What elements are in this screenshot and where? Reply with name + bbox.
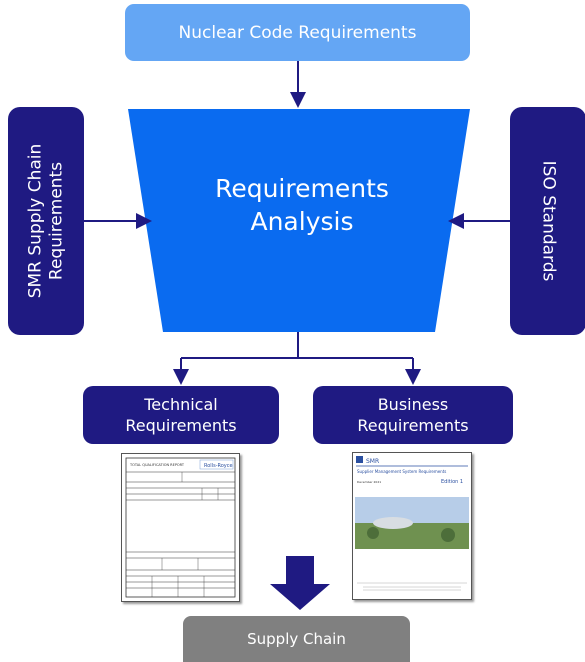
- business-line1: Business: [377, 395, 449, 414]
- technical-line2: Requirements: [125, 416, 237, 435]
- iso-standards-label: ISO Standards: [538, 160, 559, 282]
- requirements-analysis-line1: Requirements: [215, 174, 389, 203]
- requirements-analysis-shape: [128, 109, 470, 332]
- iso-standards-box: ISO Standards: [510, 107, 585, 335]
- doc1-logo: Rolls-Royce: [204, 463, 233, 469]
- nuclear-code-requirements-label: Nuclear Code Requirements: [178, 22, 417, 43]
- business-requirements-box: Business Requirements: [313, 386, 513, 444]
- doc2-date: December 2021: [357, 480, 381, 484]
- nuclear-code-requirements-box: Nuclear Code Requirements: [125, 4, 470, 61]
- supply-chain-label: Supply Chain: [247, 630, 346, 648]
- technical-document-drawing: TOTAL QUALIFICATION REPORT Rolls-Royce: [125, 457, 236, 598]
- technical-requirements-box: Technical Requirements: [83, 386, 279, 444]
- doc2-title: Supplier Management System Requirements: [357, 469, 446, 474]
- business-document-drawing: SMR Supplier Management System Requireme…: [355, 456, 469, 591]
- doc2-logo: SMR: [366, 458, 379, 465]
- business-document-thumbnail: SMR Supplier Management System Requireme…: [352, 452, 472, 600]
- smr-supply-chain-label: SMR Supply Chain Requirements: [25, 144, 67, 299]
- big-down-arrow: [270, 556, 330, 610]
- business-line2: Requirements: [357, 416, 469, 435]
- doc2-edition: Edition 1: [441, 479, 463, 485]
- requirements-analysis-line2: Analysis: [250, 207, 354, 236]
- technical-document-thumbnail: TOTAL QUALIFICATION REPORT Rolls-Royce: [121, 453, 240, 602]
- technical-line1: Technical: [144, 395, 218, 414]
- smr-supply-chain-line2: Requirements: [46, 161, 67, 281]
- requirements-analysis-label: Requirements Analysis: [172, 172, 432, 238]
- doc1-title: TOTAL QUALIFICATION REPORT: [129, 463, 185, 467]
- smr-supply-chain-line1: SMR Supply Chain: [25, 143, 46, 299]
- supply-chain-box: Supply Chain: [183, 616, 410, 662]
- smr-supply-chain-box: SMR Supply Chain Requirements: [8, 107, 84, 335]
